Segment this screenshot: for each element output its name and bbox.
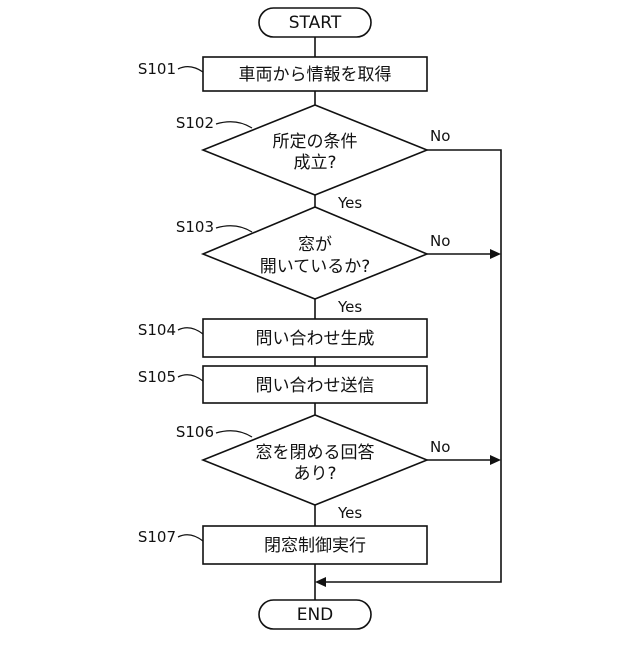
process-s101-label: 車両から情報を取得	[239, 65, 392, 85]
step-label-s103: S103	[176, 218, 214, 236]
decision-s106-line2: あり?	[293, 464, 336, 484]
node-s101: 車両から情報を取得 S101	[138, 57, 427, 91]
arrowhead-s103-no	[490, 249, 501, 259]
step-label-s104: S104	[138, 321, 176, 339]
process-s107-label: 閉窓制御実行	[264, 536, 366, 556]
node-s107: 閉窓制御実行 S107	[138, 526, 427, 564]
leader-s101	[178, 67, 203, 72]
process-s104-label: 問い合わせ生成	[256, 329, 375, 349]
leader-s103	[216, 226, 252, 232]
step-label-s105: S105	[138, 368, 176, 386]
node-s105: 問い合わせ送信 S105	[138, 366, 427, 403]
node-s104: 問い合わせ生成 S104	[138, 319, 427, 357]
arrowhead-s106-no	[490, 455, 501, 465]
decision-s102-line2: 成立?	[293, 153, 336, 173]
process-s105-label: 問い合わせ送信	[256, 376, 375, 396]
arrowhead-merge	[315, 577, 326, 587]
leader-s102	[216, 122, 252, 128]
node-s103: 窓が 開いているか? S103 No Yes	[176, 207, 451, 316]
step-label-s106: S106	[176, 423, 214, 441]
branch-label-s102-yes: Yes	[337, 194, 362, 212]
step-label-s102: S102	[176, 114, 214, 132]
leader-s107	[178, 535, 203, 541]
node-end: END	[259, 600, 371, 629]
decision-s103-line2: 開いているか?	[260, 257, 371, 277]
leader-s104	[178, 328, 203, 334]
branch-label-s106-yes: Yes	[337, 504, 362, 522]
node-s106: 窓を閉める回答 あり? S106 No Yes	[176, 415, 451, 522]
step-label-s107: S107	[138, 528, 176, 546]
branch-label-s102-no: No	[430, 127, 450, 145]
leader-s105	[178, 375, 203, 381]
branch-label-s103-yes: Yes	[337, 298, 362, 316]
step-label-s101: S101	[138, 60, 176, 78]
branch-label-s103-no: No	[430, 232, 450, 250]
node-s102: 所定の条件 成立? S102 No Yes	[176, 105, 451, 212]
decision-s103-line1: 窓が	[298, 235, 332, 255]
terminal-start-label: START	[289, 13, 342, 33]
leader-s106	[216, 431, 252, 437]
branch-label-s106-no: No	[430, 438, 450, 456]
terminal-end-label: END	[297, 605, 334, 625]
node-start: START	[259, 8, 371, 37]
decision-s106-line1: 窓を閉める回答	[256, 443, 375, 463]
decision-s102-line1: 所定の条件	[273, 132, 358, 152]
